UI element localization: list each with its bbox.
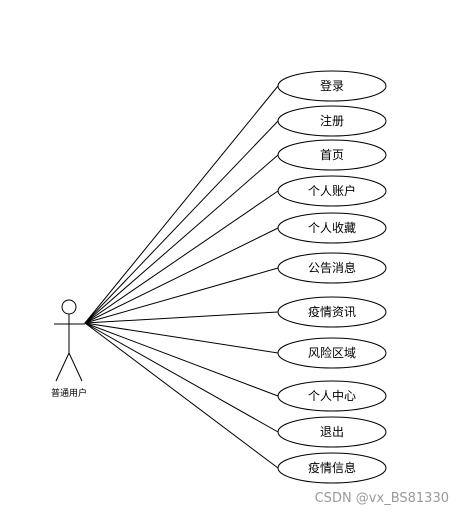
use-case: 注册 bbox=[277, 105, 387, 137]
association-line bbox=[84, 267, 279, 324]
use-case-label: 疫情信息 bbox=[308, 460, 356, 475]
use-case: 个人收藏 bbox=[277, 212, 387, 244]
association-line bbox=[84, 322, 279, 354]
use-case-label: 登录 bbox=[320, 78, 344, 93]
association-line bbox=[84, 190, 279, 324]
use-case-label: 疫情资讯 bbox=[308, 304, 356, 319]
use-case-ellipse bbox=[277, 175, 387, 207]
association-line bbox=[84, 322, 279, 469]
actor-head bbox=[61, 299, 77, 315]
actor-right-leg bbox=[68, 352, 83, 382]
use-case: 疫情信息 bbox=[277, 452, 387, 484]
use-case: 退出 bbox=[277, 416, 387, 448]
use-case-label: 风险区域 bbox=[308, 345, 356, 360]
use-case-label: 个人中心 bbox=[308, 388, 356, 403]
use-case-ellipse bbox=[277, 416, 387, 448]
use-case-ellipse bbox=[277, 252, 387, 284]
use-case-label: 个人账户 bbox=[308, 183, 356, 198]
use-case: 风险区域 bbox=[277, 337, 387, 369]
use-case-ellipse bbox=[277, 296, 387, 328]
use-case: 个人中心 bbox=[277, 380, 387, 412]
watermark: CSDN @vx_BS81330 bbox=[314, 491, 449, 506]
association-line bbox=[84, 154, 279, 324]
use-case-label: 退出 bbox=[320, 425, 344, 439]
association-line bbox=[84, 227, 279, 324]
association-lines bbox=[84, 85, 279, 469]
use-case: 个人账户 bbox=[277, 175, 387, 207]
use-case-label: 公告消息 bbox=[308, 260, 356, 275]
use-case-label: 注册 bbox=[320, 113, 344, 128]
use-case-label: 个人收藏 bbox=[308, 221, 356, 235]
use-case-ellipse bbox=[277, 139, 387, 171]
actor-label: 普通用户 bbox=[51, 387, 87, 399]
association-line bbox=[84, 120, 279, 324]
actor-normal-user: 普通用户 bbox=[51, 299, 87, 399]
actor-left-leg bbox=[55, 352, 70, 382]
use-case-ellipse bbox=[277, 380, 387, 412]
use-case: 首页 bbox=[277, 139, 387, 171]
association-line bbox=[84, 85, 279, 324]
use-case: 公告消息 bbox=[277, 252, 387, 284]
association-line bbox=[84, 322, 279, 433]
use-case-ellipse bbox=[277, 452, 387, 484]
use-case: 疫情资讯 bbox=[277, 296, 387, 328]
use-case-ellipse bbox=[277, 105, 387, 137]
association-line bbox=[84, 322, 279, 397]
use-case: 登录 bbox=[277, 70, 387, 102]
use-case-label: 首页 bbox=[320, 148, 344, 162]
use-case-ellipse bbox=[277, 212, 387, 244]
use-case-ellipse bbox=[277, 337, 387, 369]
association-line bbox=[84, 311, 279, 324]
use-case-ellipse bbox=[277, 70, 387, 102]
